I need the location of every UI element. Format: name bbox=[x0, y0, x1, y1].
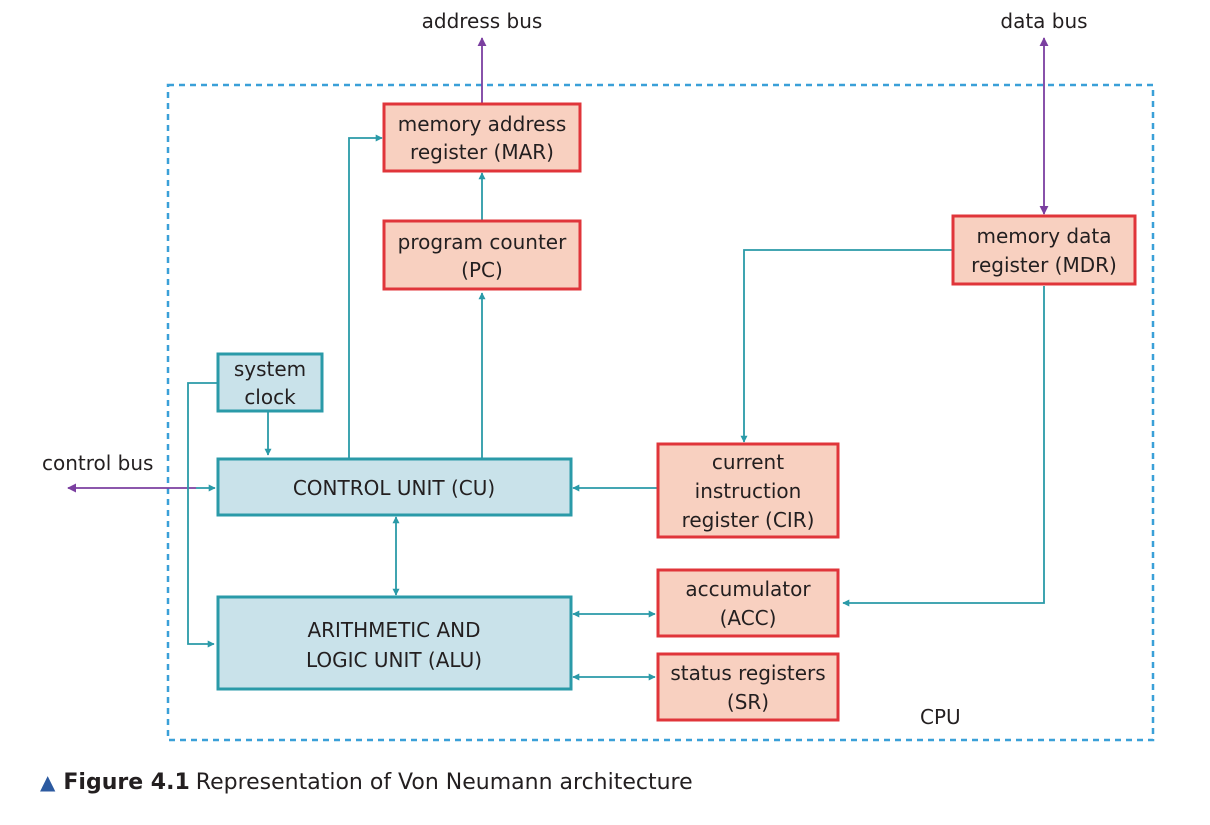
control-bus-label: control bus bbox=[42, 451, 153, 475]
svg-text:(PC): (PC) bbox=[461, 258, 503, 282]
svg-text:instruction: instruction bbox=[695, 479, 802, 503]
svg-text:clock: clock bbox=[244, 385, 296, 409]
svg-text:register (CIR): register (CIR) bbox=[682, 508, 815, 532]
control-unit-box: CONTROL UNIT (CU) bbox=[216, 457, 573, 517]
mdr-to-cir-connector bbox=[740, 249, 952, 443]
svg-text:program counter: program counter bbox=[398, 230, 567, 254]
svg-text:register (MAR): register (MAR) bbox=[410, 140, 554, 164]
acc-box: accumulator (ACC) bbox=[656, 568, 840, 638]
cir-box: current instruction register (CIR) bbox=[656, 442, 840, 539]
figure-number: Figure 4.1 bbox=[63, 770, 190, 795]
alu-box: ARITHMETIC AND LOGIC UNIT (ALU) bbox=[216, 595, 573, 691]
svg-text:system: system bbox=[234, 357, 306, 381]
svg-text:CONTROL UNIT (CU): CONTROL UNIT (CU) bbox=[293, 476, 495, 500]
data-bus-label: data bus bbox=[1000, 9, 1087, 33]
address-bus-label: address bus bbox=[422, 9, 543, 33]
cpu-boundary bbox=[166, 83, 1155, 742]
mar-box: memory address register (MAR) bbox=[382, 102, 582, 173]
svg-text:(SR): (SR) bbox=[727, 690, 769, 714]
svg-text:ARITHMETIC AND: ARITHMETIC AND bbox=[307, 618, 480, 642]
cu-to-mar-connector bbox=[348, 134, 383, 458]
svg-text:(ACC): (ACC) bbox=[720, 606, 777, 630]
mdr-box: memory data register (MDR) bbox=[951, 214, 1137, 286]
svg-text:LOGIC UNIT (ALU): LOGIC UNIT (ALU) bbox=[306, 648, 482, 672]
svg-text:memory data: memory data bbox=[977, 224, 1112, 248]
svg-text:register (MDR): register (MDR) bbox=[971, 253, 1117, 277]
clock-to-alu-connector bbox=[187, 382, 217, 648]
system-clock-box: system clock bbox=[216, 352, 324, 413]
mdr-to-acc-connector bbox=[842, 286, 1045, 607]
pc-box: program counter (PC) bbox=[382, 219, 582, 291]
svg-text:accumulator: accumulator bbox=[685, 577, 811, 601]
svg-text:current: current bbox=[712, 450, 784, 474]
triangle-icon: ▲ bbox=[40, 770, 56, 794]
svg-text:status registers: status registers bbox=[670, 661, 825, 685]
cpu-label: CPU bbox=[920, 705, 961, 729]
svg-text:memory address: memory address bbox=[398, 112, 567, 136]
sr-box: status registers (SR) bbox=[656, 652, 840, 722]
figure-caption-text: Representation of Von Neumann architectu… bbox=[195, 770, 693, 795]
